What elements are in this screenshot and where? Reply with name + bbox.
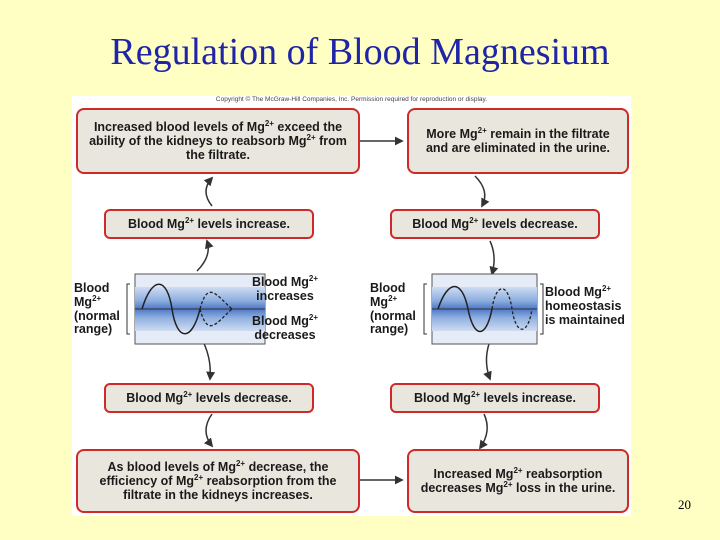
- arrow-left-increase-to-top: [203, 176, 214, 207]
- right-bottom-box: Increased Mg2+ reabsorption decreases Mg…: [407, 449, 629, 513]
- left-increase-box: Blood Mg2+ levels increase.: [104, 209, 314, 239]
- copyright-notice: Copyright © The McGraw-Hill Companies, I…: [215, 96, 488, 103]
- arrow-right-decrease-to-wave: [489, 240, 499, 276]
- arrow-right-increase-to-bottom: [478, 413, 488, 450]
- slide-number: 20: [678, 497, 691, 512]
- arrow-left-wave-to-increase: [196, 239, 214, 272]
- arrow-right-top-to-decrease: [474, 175, 490, 208]
- left-bottom-box: As blood levels of Mg2+ decrease, the ef…: [76, 449, 360, 513]
- right-decrease-box: Blood Mg2+ levels decrease.: [390, 209, 600, 239]
- left-range-label: Blood Mg2+ (normal range): [74, 281, 120, 337]
- right-range-label: Blood Mg2+ (normal range): [370, 281, 416, 337]
- figure: Copyright © The McGraw-Hill Companies, I…: [72, 96, 631, 516]
- arrow-left-bottom-to-decrease: [203, 413, 214, 448]
- slide-title: Regulation of Blood Magnesium: [110, 31, 610, 73]
- right-increase-box: Blood Mg2+ levels increase.: [390, 383, 600, 413]
- left-increases-label: Blood Mg2+ increases: [251, 273, 319, 303]
- left-decreases-label: Blood Mg2+ decreases: [251, 312, 319, 342]
- right-top-box: More Mg2+ remain in the filtrate and are…: [407, 108, 629, 174]
- left-decrease-box: Blood Mg2+ levels decrease.: [104, 383, 314, 413]
- left-range-gauge: [126, 273, 266, 345]
- left-top-box: Increased blood levels of Mg2+ exceed th…: [76, 108, 360, 174]
- right-homeostasis-label: Blood Mg2+ homeostasis is maintained: [545, 283, 625, 327]
- arrow-layer: [126, 136, 544, 485]
- right-range-gauge: [423, 273, 544, 345]
